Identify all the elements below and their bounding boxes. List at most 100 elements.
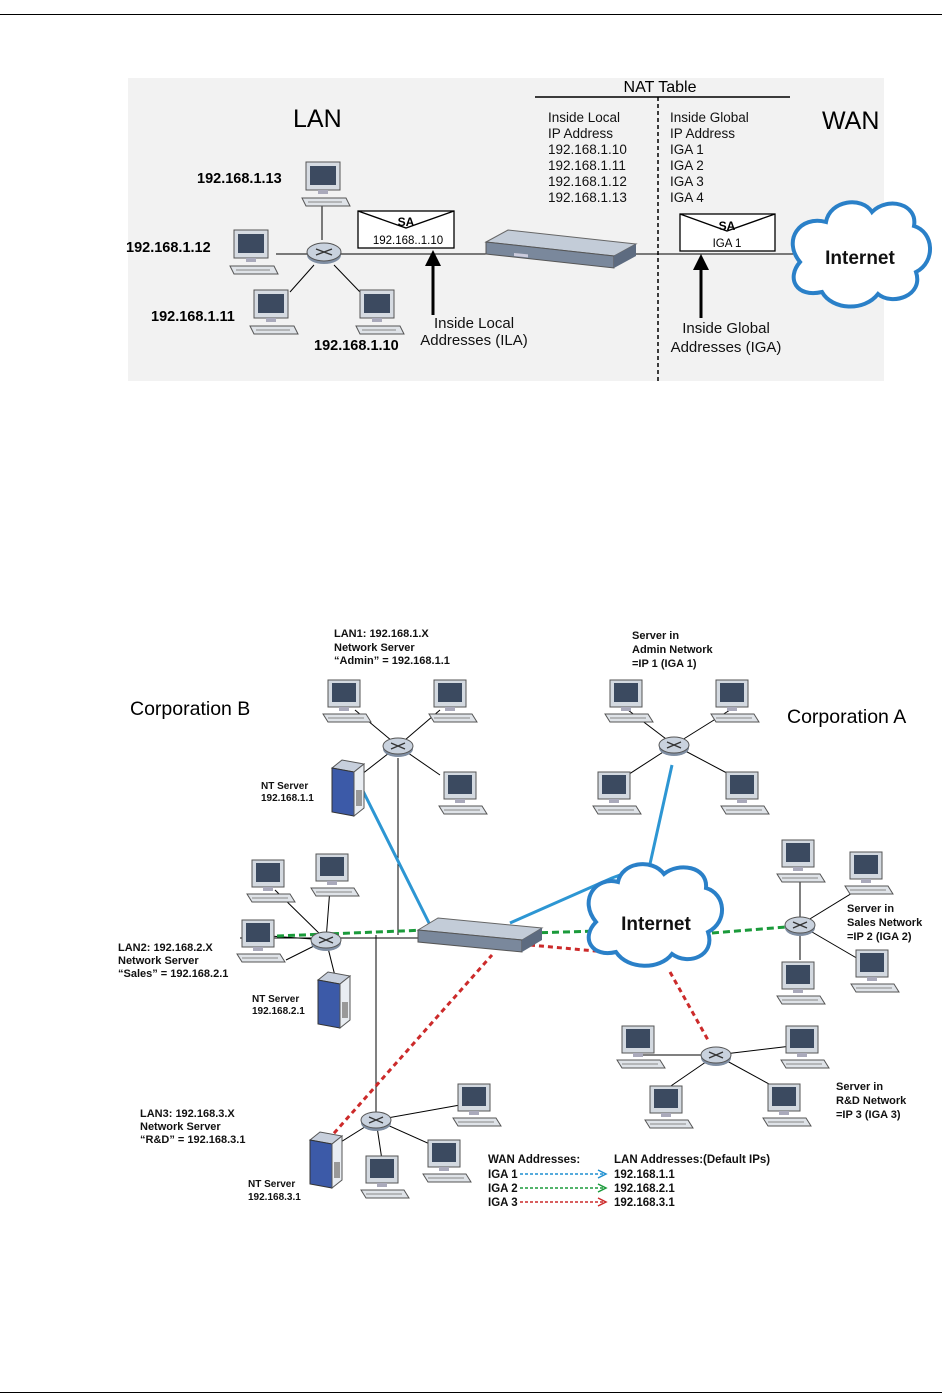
red-link-right xyxy=(668,971,710,1041)
hub-lan3 xyxy=(360,1111,392,1132)
sales-server-label-2: Sales Network xyxy=(847,917,923,929)
hub-admin xyxy=(658,736,690,757)
pc-lan3-b xyxy=(422,1139,472,1183)
legend-lan-header: LAN Addresses:(Default IPs) xyxy=(614,1154,770,1166)
nat-col-global-header-2: IP Address xyxy=(670,126,735,141)
lan-hub xyxy=(306,242,342,265)
iga-label-1: Inside Global xyxy=(682,320,770,337)
sales-server-label-3: =IP 2 (IGA 2) xyxy=(847,931,912,943)
pc-lan2-b xyxy=(310,853,360,897)
nat-row-global: IGA 4 xyxy=(670,190,704,205)
admin-server-label-1: Server in xyxy=(632,630,679,642)
nat-row-global: IGA 3 xyxy=(670,174,704,189)
pc-lan1-b xyxy=(428,679,478,723)
pc-lan1-a xyxy=(322,679,372,723)
hub-rd xyxy=(700,1046,732,1067)
legend-wan-header: WAN Addresses: xyxy=(488,1154,580,1166)
nat-row-local: 192.168.1.10 xyxy=(548,142,627,157)
pc-lan1-c xyxy=(438,771,488,815)
nt3-label-2: 192.168.3.1 xyxy=(248,1192,301,1203)
legend-arrowhead-2 xyxy=(597,1183,608,1193)
legend-wan-2: IGA 2 xyxy=(488,1183,518,1195)
pc-lan3-a xyxy=(452,1083,502,1127)
nat-row-local: 192.168.1.11 xyxy=(548,158,626,173)
hub-sales xyxy=(784,916,816,937)
legend-wan-1: IGA 1 xyxy=(488,1169,518,1181)
pc-admin-c xyxy=(592,771,642,815)
packet-left-addr: 192.168..1.10 xyxy=(373,235,443,247)
pc-sales-d xyxy=(850,949,900,993)
internet-label-2: Internet xyxy=(621,914,691,935)
legend-arrowhead-1 xyxy=(597,1169,608,1179)
pc-rd-c xyxy=(644,1085,694,1129)
ila-arrow xyxy=(425,250,441,315)
lan3-label-1: LAN3: 192.168.3.X xyxy=(140,1108,235,1120)
nt-server-3 xyxy=(309,1131,343,1189)
pc-rd-d xyxy=(762,1083,812,1127)
nat-col-local-header-1: Inside Local xyxy=(548,110,620,125)
corp-b-title: Corporation B xyxy=(130,698,250,720)
pc-admin-b xyxy=(710,679,760,723)
lan1-label-1: LAN1: 192.168.1.X xyxy=(334,628,429,640)
lan3-label-2: Network Server xyxy=(140,1121,221,1133)
top-rule xyxy=(0,14,942,15)
nt1-label-1: NT Server xyxy=(261,781,308,792)
nt-server-1 xyxy=(331,759,365,817)
nt1-label-2: 192.168.1.1 xyxy=(261,793,314,804)
lan-title: LAN xyxy=(293,105,342,133)
pc-lan2-a xyxy=(246,859,296,903)
nat-row-local: 192.168.1.12 xyxy=(548,174,627,189)
wan-title: WAN xyxy=(822,107,879,135)
nt3-label-1: NT Server xyxy=(248,1179,295,1190)
nat-row-global: IGA 2 xyxy=(670,158,704,173)
legend-arrowhead-3 xyxy=(597,1197,608,1207)
red-link-left xyxy=(326,954,494,1141)
packet-right-sa: SA xyxy=(719,219,736,233)
lan3-label-3: “R&D” = 192.168.3.1 xyxy=(140,1134,245,1146)
nat-row-local: 192.168.1.13 xyxy=(548,190,627,205)
pc-rd-a xyxy=(616,1025,666,1069)
pc-rd-b xyxy=(780,1025,830,1069)
pc-admin-d xyxy=(720,771,770,815)
green-link-left xyxy=(276,928,427,938)
host-label-13: 192.168.1.13 xyxy=(197,171,282,187)
bottom-rule xyxy=(0,1392,942,1393)
ila-label-1: Inside Local xyxy=(434,315,514,332)
red-link-mid xyxy=(529,943,607,954)
hub-lan2 xyxy=(310,931,342,952)
packet-left-sa: SA xyxy=(398,215,415,229)
ila-label-2: Addresses (ILA) xyxy=(420,332,528,349)
blue-link-left xyxy=(358,784,432,926)
pc-sales-b xyxy=(844,851,894,895)
legend-lan-2: 192.168.2.1 xyxy=(614,1183,675,1195)
pc-sales-a xyxy=(776,839,826,883)
iga-arrow xyxy=(693,254,709,318)
link-10 xyxy=(333,264,361,293)
internet-label: Internet xyxy=(825,248,895,269)
lan2-label-3: “Sales” = 192.168.2.1 xyxy=(118,968,228,980)
rd-server-label-2: R&D Network xyxy=(836,1095,907,1107)
nt2-label-1: NT Server xyxy=(252,994,299,1005)
pc-lan3-c xyxy=(360,1155,410,1199)
address-legend: WAN Addresses: LAN Addresses:(Default IP… xyxy=(488,1154,770,1209)
nat-figure: NAT Table Inside Local IP Address Inside… xyxy=(126,78,932,382)
pc-admin-a xyxy=(604,679,654,723)
nat-table-title: NAT Table xyxy=(624,79,697,96)
rd-server-label-1: Server in xyxy=(836,1081,883,1093)
pc-lan2-c xyxy=(236,919,286,963)
multi-network-figure: Corporation B Corporation A xyxy=(118,628,923,1209)
nt2-label-2: 192.168.2.1 xyxy=(252,1006,305,1017)
nat-col-global-header-1: Inside Global xyxy=(670,110,749,125)
packet-envelope-right: SA IGA 1 xyxy=(679,213,776,252)
legend-wan-3: IGA 3 xyxy=(488,1197,518,1209)
green-link-right xyxy=(711,925,787,935)
hub-lan1 xyxy=(382,737,414,758)
nat-row-global: IGA 1 xyxy=(670,142,704,157)
lan1-label-3: “Admin” = 192.168.1.1 xyxy=(334,655,450,667)
sales-server-label-1: Server in xyxy=(847,903,894,915)
lan1-label-2: Network Server xyxy=(334,642,415,654)
nat-col-local-header-2: IP Address xyxy=(548,126,613,141)
packet-right-addr: IGA 1 xyxy=(713,238,742,250)
legend-lan-3: 192.168.3.1 xyxy=(614,1197,675,1209)
internet-cloud-2: Internet xyxy=(586,862,724,968)
